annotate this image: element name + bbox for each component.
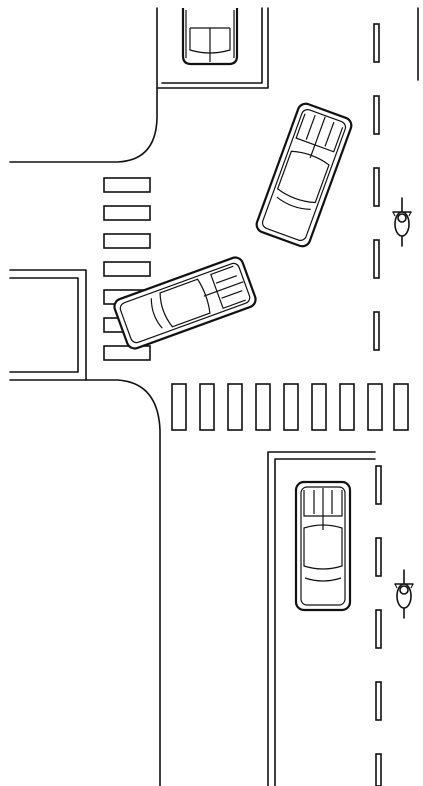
lane-dash (373, 23, 380, 63)
lane-dash (375, 681, 382, 721)
turning-car-left (113, 256, 257, 350)
lane-dash (375, 609, 382, 649)
curb-top-parking-inner (161, 7, 263, 84)
lane-dash (373, 95, 380, 135)
crosswalk-stripe (103, 345, 151, 361)
lane-dash (373, 167, 380, 207)
crosswalk-stripe (367, 383, 383, 431)
lane-dash (375, 753, 382, 786)
curb-top-parking-outer (156, 7, 269, 89)
crosswalk-stripe (311, 383, 327, 431)
car-center-line (203, 281, 244, 297)
car-hood (304, 577, 342, 582)
crosswalk-stripe (255, 383, 271, 431)
crosswalk-stripe (339, 383, 355, 431)
car-inner-outline (119, 262, 251, 344)
crosswalk-stripe (103, 177, 151, 193)
curb-lines (9, 7, 419, 786)
crosswalk-stripe (199, 383, 215, 431)
car-windshield (276, 150, 330, 204)
bicycle-arm (408, 211, 412, 217)
crosswalk-stripe (103, 261, 151, 277)
car-hood (276, 196, 311, 210)
car-windshield (159, 278, 211, 328)
crosswalk-stripe (227, 383, 243, 431)
bicycle-arm (410, 583, 414, 589)
bicycle-arm (392, 211, 396, 217)
curb-bottom-left-block (85, 379, 161, 786)
car-trunk-line (305, 114, 316, 140)
car-hood (150, 298, 163, 329)
lane-dash (375, 537, 382, 577)
car-trunk-line (324, 121, 335, 147)
crosswalk-stripe (171, 383, 187, 431)
curb-top-left-block (9, 7, 158, 163)
crosswalk-stripe (393, 383, 409, 431)
zebra-crossing-horizontal (171, 383, 409, 431)
curb-left-block-inner (9, 277, 79, 373)
curb-bottom-parking-outer (267, 451, 376, 786)
bicycle-helmet (399, 585, 409, 595)
crosswalk-stripe (103, 205, 151, 221)
car-outline (255, 102, 353, 248)
crosswalk-stripe (103, 233, 151, 249)
car-windshield (303, 524, 343, 570)
parked-car-bottom (294, 480, 352, 612)
crosswalk-stripe (283, 383, 299, 431)
bicycle-helmet (397, 213, 407, 223)
curb-left-block (9, 269, 87, 381)
curb-bottom-parking-inner (274, 458, 376, 786)
car-inner-outline (300, 486, 346, 606)
car-outline (113, 256, 257, 350)
parked-car-top (181, 8, 239, 66)
car-center-line (309, 116, 326, 159)
lane-dash (373, 311, 380, 351)
car-outline (294, 480, 352, 612)
car-trunk-line (215, 275, 237, 284)
car-trunk-line (221, 290, 243, 299)
car-inner-outline (261, 109, 347, 241)
lane-markings (373, 23, 382, 786)
moving-car-upper (255, 102, 353, 248)
bicycle-arm (394, 583, 398, 589)
lane-dash (373, 239, 380, 279)
bicycle-icon (394, 569, 414, 619)
bicycle-icon (392, 197, 412, 247)
lane-dash (375, 465, 382, 505)
